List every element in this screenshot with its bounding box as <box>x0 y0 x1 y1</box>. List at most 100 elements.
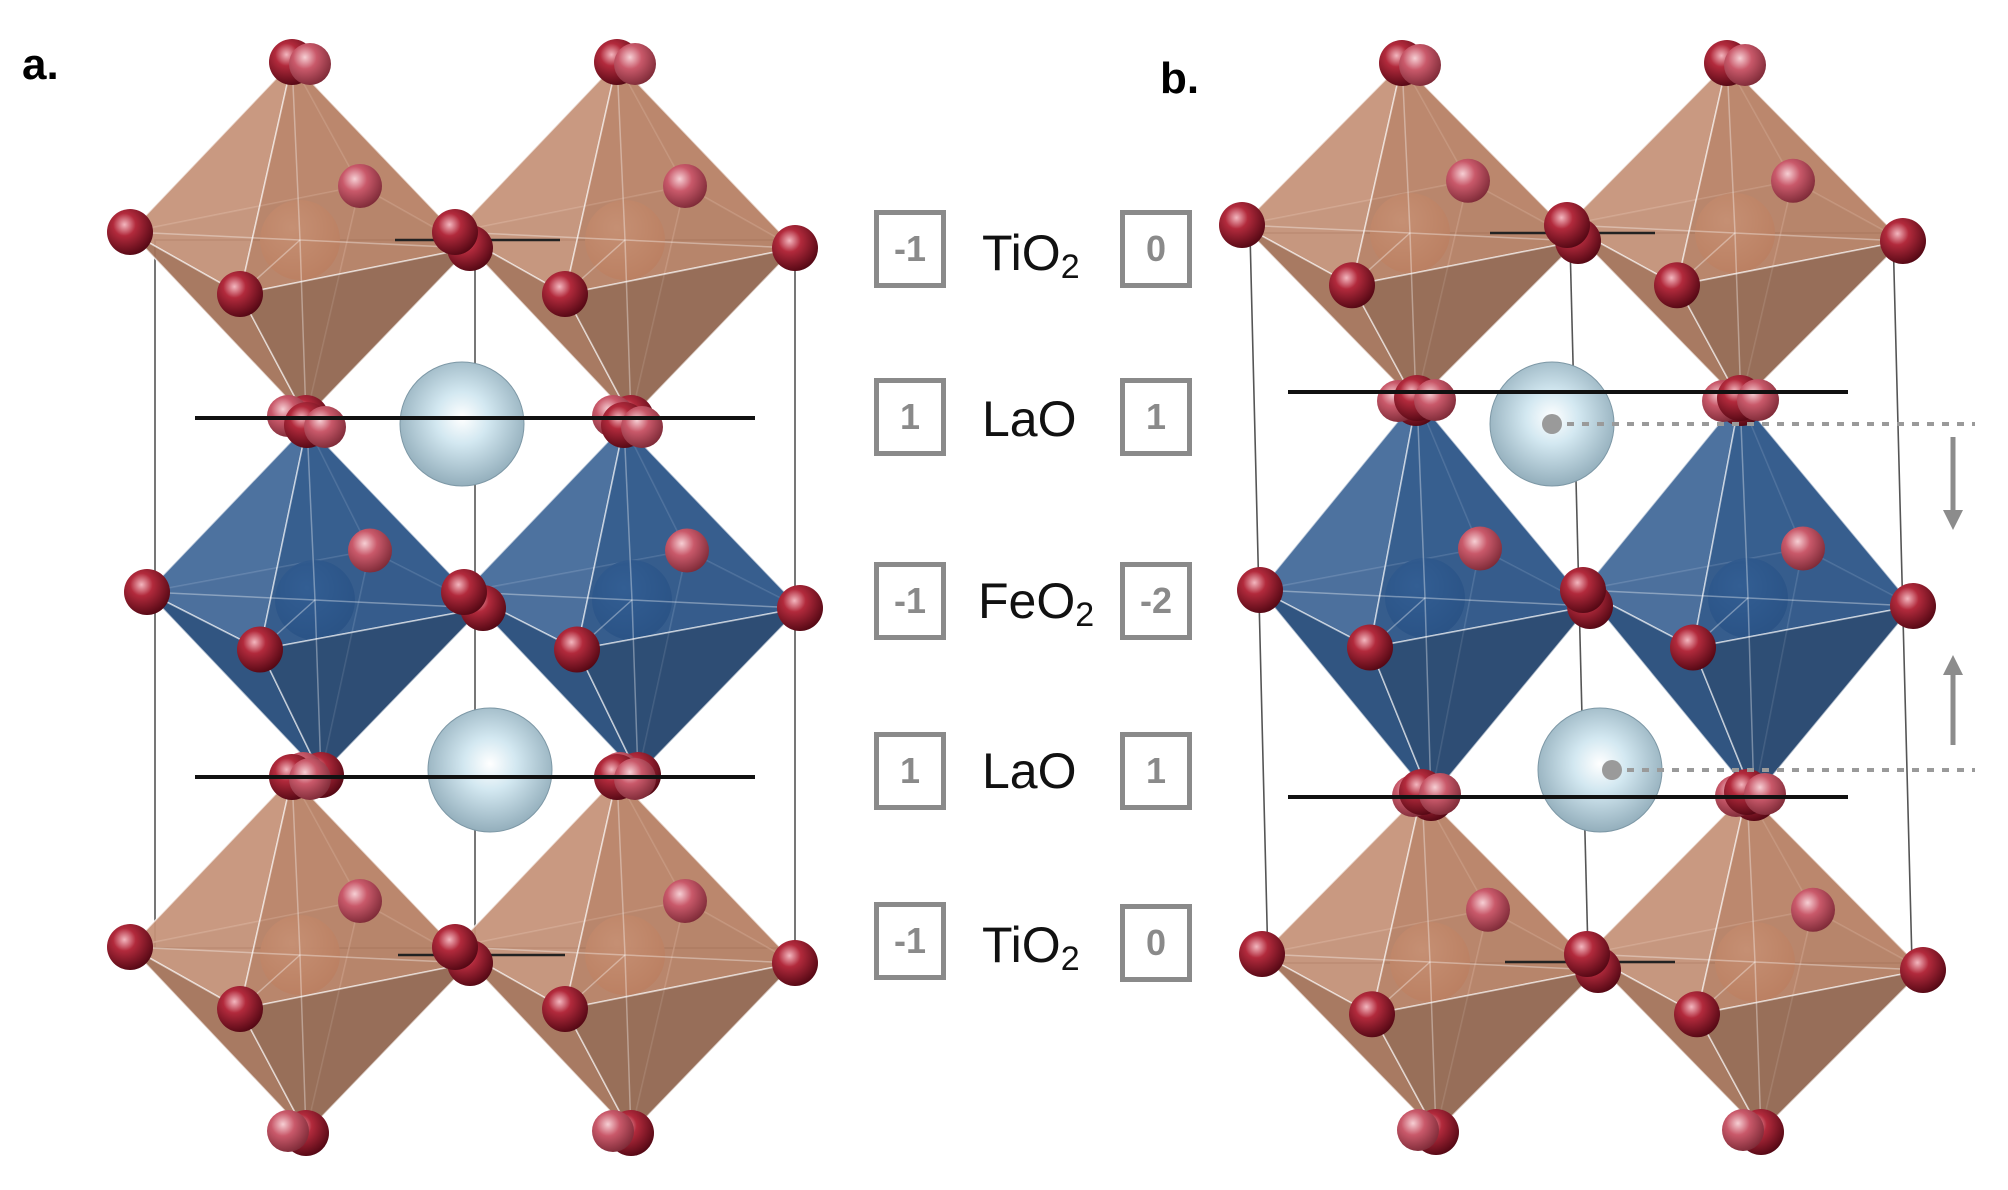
feo6-octahedron-3-bond <box>1747 597 1914 607</box>
oxygen-atom-back <box>1771 158 1815 203</box>
tio6-octahedron-5-bond <box>1754 961 1762 1133</box>
tio6-octahedron-1-bond <box>624 239 796 249</box>
oxygen-atom <box>1560 567 1606 613</box>
charge-box-a-feo2: -1 <box>874 562 946 640</box>
la-atom-0 <box>399 361 525 487</box>
tio6-octahedron-4-bond <box>1421 791 1431 963</box>
feo6-octahedron-2-bond <box>1416 397 1426 599</box>
oxygen-atom-back <box>1397 1109 1439 1151</box>
tio6-octahedron-5-face-front <box>1695 968 1926 1134</box>
feo6-octahedron-3-face-front <box>1691 604 1916 800</box>
oxygen-atom-back <box>1466 887 1510 932</box>
tio6-octahedron-0-face-front <box>238 246 473 420</box>
charge-box-a-lao-upper: 1 <box>874 378 946 456</box>
feo6-octahedron-2-bond <box>1424 597 1432 799</box>
oxygen-atom-back <box>1722 1109 1764 1151</box>
oxygen-atom <box>1674 991 1720 1038</box>
charge-box-b-feo2: -2 <box>1120 562 1192 640</box>
oxygen-atom <box>777 585 823 631</box>
oxygen-atom <box>1237 567 1283 613</box>
feo6-octahedron-3-bond <box>631 599 801 609</box>
charge-box-b-lao-upper: 1 <box>1120 378 1192 456</box>
oxygen-atom-back <box>1446 158 1490 203</box>
oxygen-atom <box>217 271 263 317</box>
feo6-octahedron-3-face-front <box>575 606 803 777</box>
oxygen-atom-back <box>665 528 709 573</box>
tio6-octahedron-0-face-front <box>1350 239 1581 405</box>
oxygen-atom <box>1219 202 1265 248</box>
oxygen-atom-back <box>1399 44 1441 86</box>
charge-box-a-tio2-top: -1 <box>874 210 946 288</box>
tio6-octahedron-4-bond <box>291 776 301 956</box>
charge-box-a-lao-lower: 1 <box>874 732 946 810</box>
oxygen-atom <box>1544 202 1590 248</box>
oxygen-atom-back <box>304 406 346 448</box>
feo6-octahedron-3-bond <box>623 424 633 601</box>
tio6-octahedron-1-face-front <box>1675 239 1906 405</box>
oxygen-atom-back <box>1724 44 1766 86</box>
oxygen-atom <box>107 924 153 970</box>
tio6-octahedron-0-bond <box>291 61 301 241</box>
panel-a-structure <box>107 39 823 1156</box>
tio6-octahedron-0-bond <box>129 231 301 241</box>
feo6-octahedron-2-bond <box>306 424 316 601</box>
oxygen-atom-back <box>1414 379 1456 421</box>
tio6-octahedron-1-bond <box>624 239 632 419</box>
oxygen-atom <box>237 626 283 673</box>
tio6-octahedron-5-bond <box>624 954 796 964</box>
tio6-octahedron-4-bond <box>1261 953 1431 963</box>
layer-label-feo2: FeO2 <box>978 573 1095 634</box>
layer-label-tio2-top: TiO2 <box>982 225 1080 286</box>
oxygen-atom-back <box>1744 773 1786 815</box>
feo6-octahedron-2-bond <box>146 591 316 601</box>
oxygen-atom <box>1239 931 1285 977</box>
tio6-octahedron-4-bond <box>299 954 307 1134</box>
oxygen-atom <box>432 924 478 970</box>
oxygen-atom <box>1900 947 1946 993</box>
oxygen-atom-back <box>663 879 707 923</box>
oxygen-atom <box>1880 218 1926 264</box>
oxygen-atom-back <box>592 1110 634 1152</box>
oxygen-atom <box>542 986 588 1032</box>
tio6-octahedron-4-bond <box>129 946 301 956</box>
tio6-octahedron-0-bond <box>1409 232 1417 404</box>
oxygen-atom-back <box>348 528 392 573</box>
oxygen-atom <box>217 986 263 1032</box>
la-atom-1 <box>427 707 553 833</box>
oxygen-atom <box>542 271 588 317</box>
feo6-octahedron-3-bond <box>1739 397 1749 599</box>
oxygen-atom-back <box>1781 526 1825 571</box>
panel-b-structure <box>1219 40 1975 1155</box>
oxygen-atom <box>1349 991 1395 1038</box>
feo6-octahedron-2-bond <box>314 599 322 776</box>
oxygen-atom <box>107 209 153 255</box>
charge-box-b-tio2-top: 0 <box>1120 210 1192 288</box>
feo6-octahedron-3-bond <box>1747 597 1755 799</box>
tio6-octahedron-5-bond <box>624 954 632 1134</box>
tio6-octahedron-4-bond <box>1429 961 1437 1133</box>
oxygen-atom-back <box>267 1110 309 1152</box>
tio6-octahedron-1-bond <box>1734 232 1904 242</box>
oxygen-atom <box>1329 262 1375 309</box>
panel-b-letter: b. <box>1160 54 1200 103</box>
panel-a-letter: a. <box>22 40 59 89</box>
charge-box-a-tio2-bottom: -1 <box>874 902 946 980</box>
feo6-octahedron-2-bond <box>1259 589 1426 599</box>
charge-box-b-tio2-bottom: 0 <box>1120 904 1192 982</box>
oxygen-atom-back <box>614 43 656 85</box>
feo6-octahedron-3-bond <box>631 599 639 776</box>
oxygen-atom-back <box>1458 526 1502 571</box>
oxygen-atom-back <box>663 164 707 208</box>
tio6-octahedron-1-face-front <box>563 246 798 420</box>
tio6-octahedron-1-bond <box>616 61 626 241</box>
tio6-octahedron-0-bond <box>1401 62 1411 234</box>
oxygen-atom-back <box>338 879 382 923</box>
oxygen-atom <box>1347 624 1393 671</box>
tio6-octahedron-5-bond <box>1754 961 1924 971</box>
feo6-octahedron-3-bond <box>1582 589 1749 599</box>
tio6-octahedron-5-bond <box>1746 791 1756 963</box>
tio6-octahedron-1-bond <box>1726 62 1736 234</box>
oxygen-atom <box>432 209 478 255</box>
oxygen-atom <box>124 569 170 615</box>
